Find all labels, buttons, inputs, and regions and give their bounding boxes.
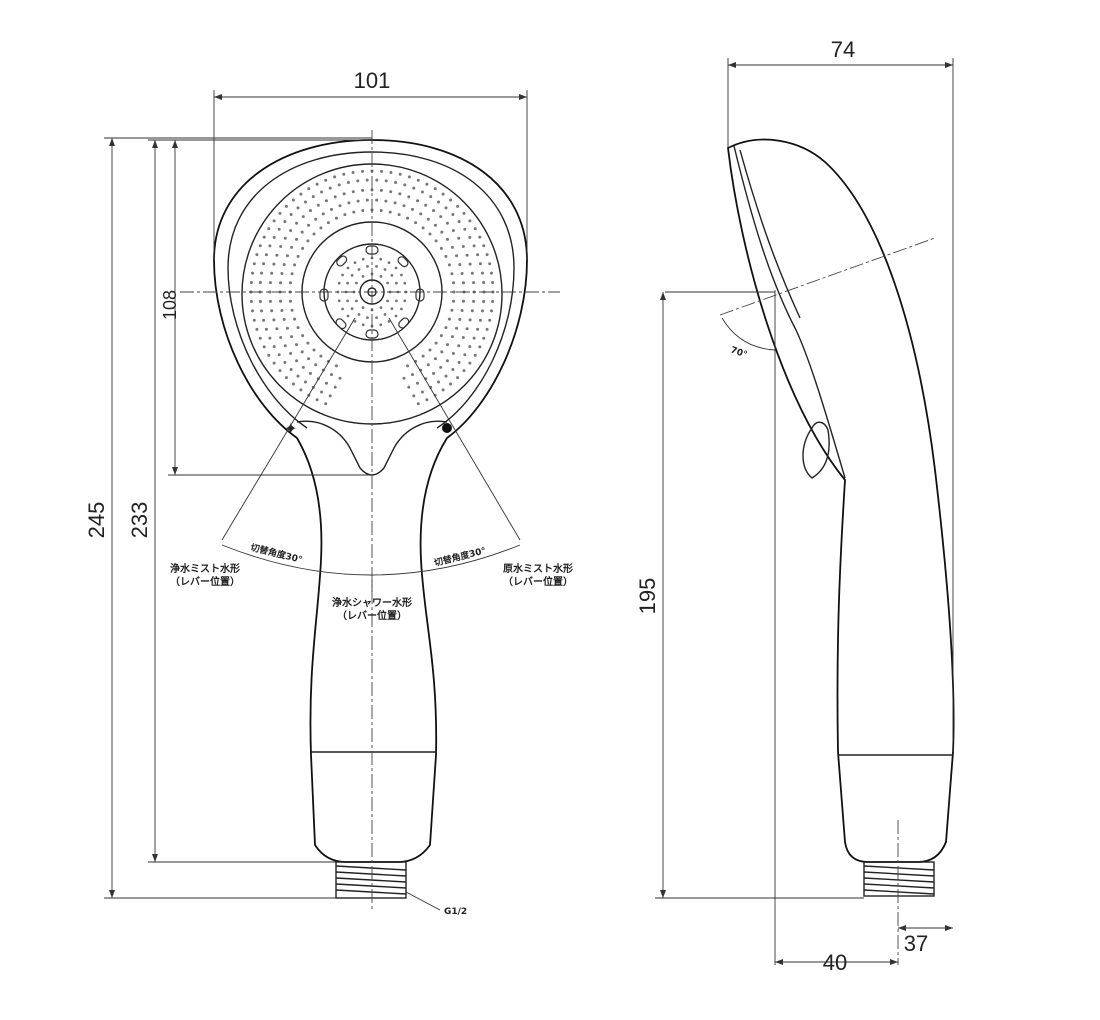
mode-center-line1: 浄水シャワー水形	[332, 596, 412, 609]
dim-195	[655, 292, 864, 899]
dim-101-label: 101	[354, 68, 391, 93]
dim-74-label: 74	[831, 37, 855, 62]
dim-40	[775, 959, 898, 965]
mode-left-line2: （レバー位置）	[170, 575, 240, 588]
switch-line-right	[388, 317, 521, 541]
switch-line-left	[221, 317, 356, 541]
dim-101	[213, 90, 528, 260]
side-thread-fitting	[863, 861, 935, 897]
dim-245-label: 245	[84, 502, 109, 539]
side-face-line	[733, 145, 846, 479]
spray-holes	[249, 169, 495, 406]
mode-right-line1: 原水ミスト水形	[503, 562, 573, 575]
angle-label: 70°	[729, 345, 748, 360]
dim-37	[898, 925, 953, 931]
dim-74	[727, 58, 954, 752]
dim-233	[148, 139, 372, 863]
switch-angle-left-label: 切替角度30°	[249, 541, 303, 565]
dim-108-label: 108	[160, 290, 180, 320]
thread-fitting	[335, 861, 407, 899]
side-tilt-axis	[719, 237, 936, 316]
lever-mark-star-icon: ✦	[284, 421, 297, 438]
dim-40-label: 40	[823, 950, 847, 975]
switch-angle-right-label: 切替角度30°	[433, 544, 487, 568]
side-view: 70° 74 195 37 40	[635, 37, 955, 975]
dim-37-label: 37	[904, 931, 928, 956]
angle-arc	[721, 317, 776, 351]
dim-233-label: 233	[127, 502, 152, 539]
side-body-outline	[727, 138, 955, 863]
mode-center-line2: （レバー位置）	[337, 609, 407, 622]
head-inner-ring	[227, 151, 515, 429]
dim-245	[104, 137, 372, 899]
thread-label: G1/2	[444, 907, 467, 917]
front-view: ✦ 101 245	[84, 68, 573, 917]
mode-right-line2: （レバー位置）	[503, 575, 573, 588]
switch-angle-arc	[221, 544, 521, 576]
mode-left-line1: 浄水ミスト水形	[170, 562, 240, 575]
thread-leader	[405, 891, 441, 911]
shower-body-outline	[213, 139, 528, 863]
dim-195-label: 195	[635, 578, 660, 615]
dim-108	[168, 140, 372, 476]
lever-mark-dot-icon	[442, 423, 452, 433]
side-face-line-2	[739, 149, 801, 319]
side-lever-tab	[802, 421, 830, 479]
